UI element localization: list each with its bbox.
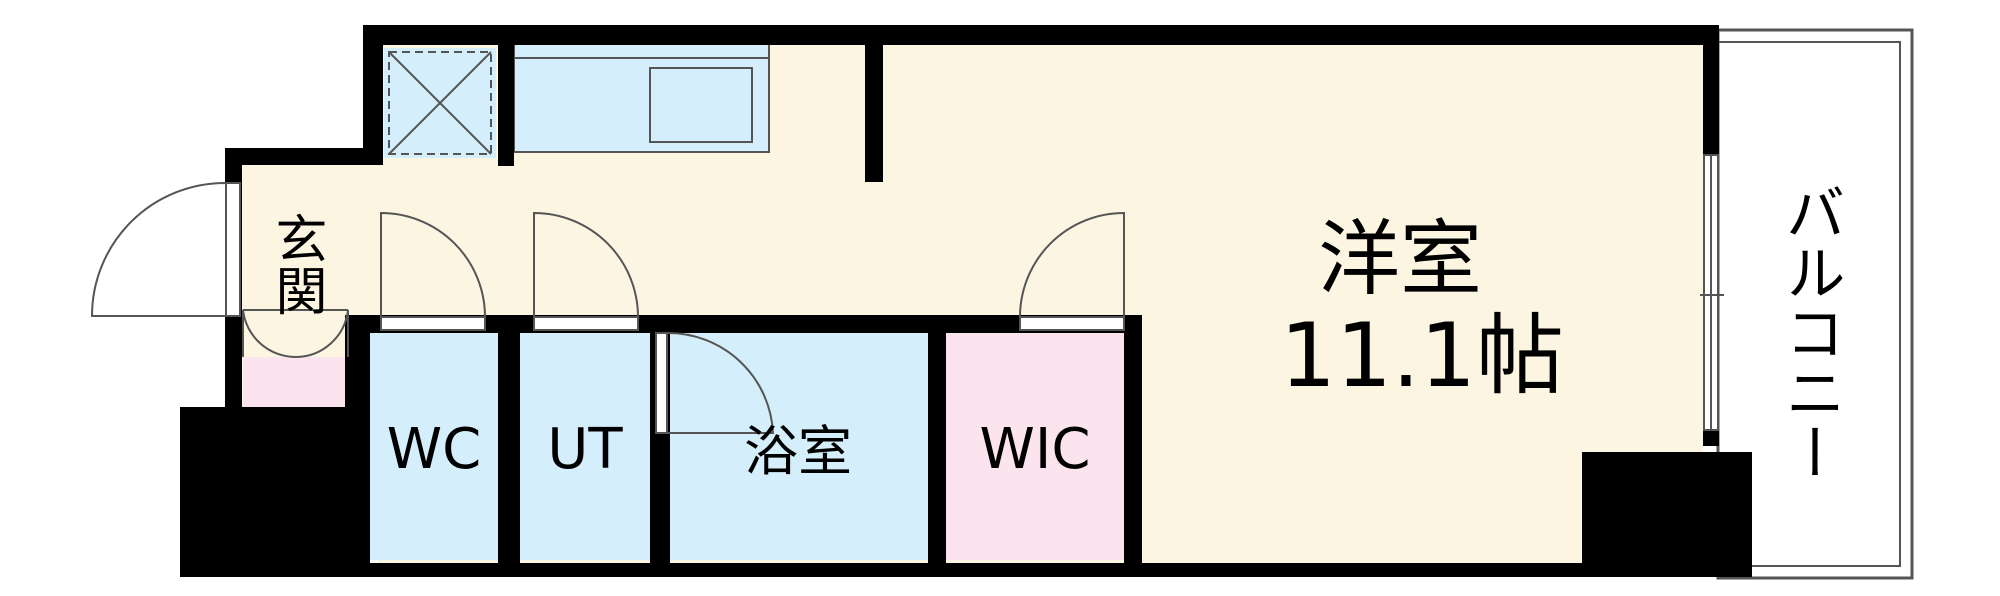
utility-label: UT — [547, 417, 623, 482]
walk-in-closet-floor — [946, 332, 1124, 560]
walk-in-closet-label: WIC — [980, 417, 1091, 482]
door-openings — [380, 316, 1125, 434]
kitchen-counter — [513, 43, 770, 153]
western-room-size: 11.1帖 — [1280, 304, 1564, 407]
door-swings — [90, 182, 1125, 434]
utility-floor — [520, 332, 650, 560]
bath-floor — [670, 332, 928, 560]
bath-label: 浴室 — [744, 420, 852, 483]
balcony-window — [1700, 154, 1724, 431]
western-room-name: 洋室 — [1318, 212, 1482, 307]
toilet-label: WC — [387, 417, 481, 482]
entrance-label: 玄関 — [266, 212, 326, 316]
balcony-label: バルコニー — [1775, 182, 1845, 482]
entrance-shoe-storage — [243, 357, 348, 407]
front-door-frame — [225, 182, 241, 317]
refrigerator-space — [384, 48, 496, 158]
shoe-cabinet-doors — [242, 309, 349, 359]
toilet-floor — [370, 332, 498, 560]
